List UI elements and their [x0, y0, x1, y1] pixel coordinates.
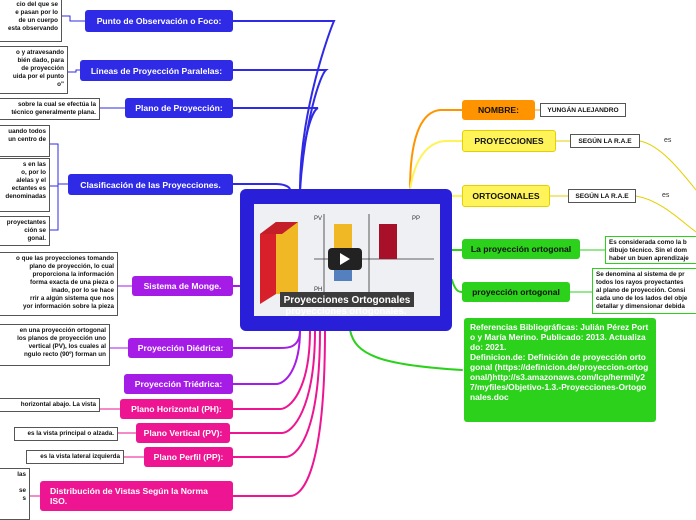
node-la-proyeccion-ortogonal[interactable]: La proyección ortogonal [462, 239, 580, 259]
node-sistema-monge[interactable]: Sistema de Monge. [132, 276, 233, 296]
tag-proyecciones-rae: SEGÚN LA R.A.E [570, 134, 640, 148]
node-proyeccion-ortogonal[interactable]: proyección ortogonal [462, 282, 570, 302]
pp-label: PP [412, 216, 420, 222]
node-clasificacion-proyecciones[interactable]: Clasificación de las Proyecciones. [68, 174, 233, 195]
note-clasificacion-3: proyectantes ción se gonal. [0, 216, 50, 246]
central-topic[interactable]: PV PP PH Proyecciones Ortogonales proyec… [240, 189, 452, 331]
node-ortogonales[interactable]: ORTOGONALES [462, 185, 550, 207]
node-punto-observacion[interactable]: Punto de Observación o Foco: [85, 10, 233, 32]
node-plano-vertical[interactable]: Plano Vertical (PV): [136, 423, 230, 443]
tag-ortogonales-rae: SEGÚN LA R.A.E [568, 189, 636, 203]
node-plano-proyeccion[interactable]: Plano de Proyección: [125, 98, 233, 118]
node-proyeccion-diedrica[interactable]: Proyección Diédrica: [128, 338, 233, 358]
node-referencias-bibliograficas[interactable]: Referencias Bibliográficas: Julián Pérez… [464, 318, 656, 422]
note-plano-proyeccion: sobre la cual se efectúa la técnico gene… [0, 98, 100, 120]
note-punto-observacion: cio del que se e pasan por lo de un cuer… [0, 0, 62, 42]
pv-label: PV [314, 216, 322, 222]
note-clasificacion-2: s en las o, por lo alelas y el ectantes … [0, 158, 50, 212]
link-proyecciones-es: es [664, 137, 672, 144]
node-distribucion-vistas-iso[interactable]: Distribución de Vistas Según la Norma IS… [40, 481, 233, 511]
central-caption: proyecciones ortogonales. [285, 306, 407, 317]
node-lineas-proyeccion[interactable]: Líneas de Proyección Paralelas: [80, 60, 233, 81]
note-distribucion-vistas-iso: las se s [0, 468, 30, 520]
link-ortogonales-es: es [662, 192, 670, 199]
note-sistema-monge: o que las proyecciones tomando plano de … [0, 252, 118, 316]
image-title: Proyecciones Ortogonales [284, 295, 411, 306]
note-plano-perfil: es la vista lateral izquierda [26, 450, 124, 464]
node-proyeccion-triedrica[interactable]: Proyección Triédrica: [124, 374, 233, 394]
projection-illustration: PV PP PH Proyecciones Ortogonales [254, 204, 440, 316]
node-nombre[interactable]: NOMBRE: [462, 100, 535, 120]
note-proyeccion-ortogonal: Se denomina al sistema de pr todos los r… [592, 268, 696, 314]
note-clasificacion-1: uando todos un centro de [0, 125, 50, 157]
note-la-proyeccion-ortogonal: Es considerada como la b dibujo técnico.… [605, 236, 696, 264]
node-plano-perfil[interactable]: Plano Perfil (PP): [144, 447, 233, 467]
note-proyeccion-diedrica: en una proyección ortogonal los planos d… [0, 324, 110, 366]
play-icon[interactable] [328, 248, 362, 270]
note-plano-vertical: es la vista principal o alzada. [14, 427, 118, 441]
ph-label: PH [314, 287, 322, 293]
tag-nombre-valor: YUNGÁN ALEJANDRO [540, 103, 626, 117]
node-proyecciones[interactable]: PROYECCIONES [462, 130, 556, 152]
note-lineas-proyeccion: o y atravesando bién dado, para de proye… [0, 46, 68, 94]
node-plano-horizontal[interactable]: Plano Horizontal (PH): [120, 399, 233, 419]
orthogonal-projection-video-thumbnail[interactable]: PV PP PH Proyecciones Ortogonales [254, 204, 440, 316]
note-plano-horizontal: horizontal abajo. La vista [0, 398, 100, 412]
